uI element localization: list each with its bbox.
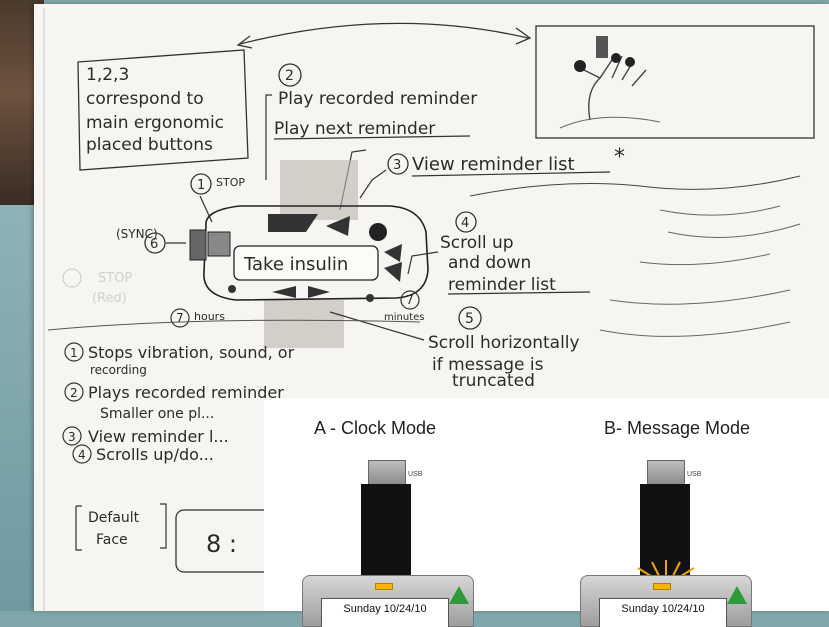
band-top bbox=[280, 160, 358, 220]
green-button-a[interactable] bbox=[449, 586, 469, 604]
message-mode-title: B- Message Mode bbox=[604, 418, 750, 439]
svg-text:2: 2 bbox=[70, 386, 78, 400]
label-7-minutes: 7 bbox=[406, 293, 414, 307]
mode-inset: A - Clock Mode B- Message Mode USB Sunda… bbox=[264, 398, 829, 611]
note-play-recorded: Play recorded reminder bbox=[278, 89, 477, 109]
hand-sketch bbox=[560, 36, 660, 128]
note-view-list: View reminder list bbox=[412, 154, 575, 175]
svg-text:Smaller one pl...: Smaller one pl... bbox=[100, 406, 214, 422]
device-case-b: Sunday 10/24/10 bbox=[580, 575, 752, 627]
default-face-label: Default Face bbox=[88, 510, 144, 548]
list-item-4: Scrolls up/do... bbox=[96, 445, 214, 464]
scroll-down-sketch bbox=[384, 262, 402, 282]
list-item-1: Stops vibration, sound, or bbox=[88, 343, 295, 362]
hand-sketch-frame bbox=[536, 26, 814, 138]
label-3: 3 bbox=[393, 158, 401, 173]
note-scroll-horizontal: Scroll horizontally if message is trunca… bbox=[428, 333, 585, 391]
device-text: Take insulin bbox=[243, 254, 348, 275]
usb-plug-a bbox=[368, 460, 406, 486]
date-display-b: Sunday 10/24/10 bbox=[599, 598, 727, 627]
faded-red: (Red) bbox=[92, 291, 127, 306]
led-indicator-b bbox=[653, 583, 671, 590]
scroll-up-sketch bbox=[384, 244, 402, 262]
usb-label-b: USB bbox=[687, 471, 701, 478]
label-5: 5 bbox=[465, 311, 474, 327]
label-1: 1 bbox=[197, 178, 205, 193]
horizontal-scroll-sketch bbox=[272, 286, 330, 298]
stop-button-sketch bbox=[208, 232, 230, 256]
sync-button-sketch bbox=[190, 230, 206, 260]
clock-digits: 8 : bbox=[206, 530, 237, 558]
list-item-2: Plays recorded reminder bbox=[88, 383, 284, 402]
instruction-list: 1 Stops vibration, sound, or recording 2… bbox=[63, 343, 295, 464]
date-display-a: Sunday 10/24/10 bbox=[321, 598, 449, 627]
label-7-hours: 7 bbox=[176, 311, 184, 325]
svg-text:3: 3 bbox=[68, 430, 76, 444]
label-4: 4 bbox=[461, 216, 469, 231]
play-button-sketch bbox=[268, 214, 318, 232]
label-6: 6 bbox=[150, 237, 158, 252]
band-bottom bbox=[264, 300, 344, 348]
usb-plug-b bbox=[647, 460, 685, 486]
asterisk-mark: * bbox=[614, 145, 625, 170]
label-2: 2 bbox=[285, 68, 294, 84]
svg-text:1: 1 bbox=[70, 346, 78, 360]
list-item-3: View reminder l... bbox=[88, 427, 229, 446]
green-button-b[interactable] bbox=[727, 586, 747, 604]
faded-stop: STOP bbox=[98, 271, 132, 286]
list-button-sketch bbox=[369, 223, 387, 241]
svg-text:4: 4 bbox=[78, 448, 86, 462]
note-top-left: 1,2,3 correspond to main ergonomic place… bbox=[86, 65, 229, 155]
note-play-next: Play next reminder bbox=[274, 119, 435, 139]
double-arrow-top bbox=[240, 23, 528, 44]
led-indicator-a bbox=[375, 583, 393, 590]
stop-label: STOP bbox=[216, 176, 245, 189]
usb-label-a: USB bbox=[408, 471, 422, 478]
note-scroll-up: Scroll up and down reminder list bbox=[440, 233, 556, 295]
svg-text:recording: recording bbox=[90, 363, 147, 377]
clock-mode-title: A - Clock Mode bbox=[314, 418, 436, 439]
device-case-a: Sunday 10/24/10 bbox=[302, 575, 474, 627]
